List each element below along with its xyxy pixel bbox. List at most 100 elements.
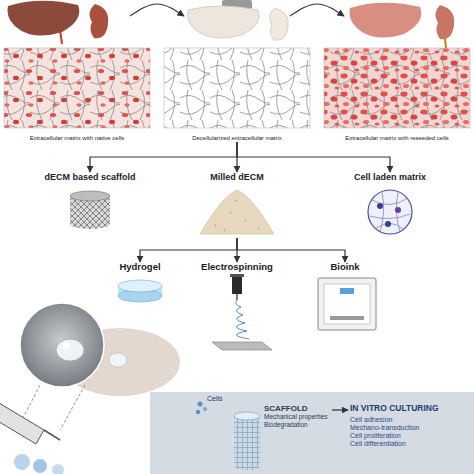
electrospinning-icon <box>212 274 272 350</box>
panel-bg <box>324 48 470 128</box>
kidney <box>270 8 289 40</box>
recellularized-organs <box>350 3 455 48</box>
syringe-needle <box>44 430 60 440</box>
ecm-panel: Extracellular matrix with native cells <box>4 0 150 142</box>
node-item: Cell proliferation <box>350 432 401 440</box>
node-heading: SCAFFOLD <box>264 404 308 413</box>
cell <box>203 407 207 411</box>
ecm-panel: Decellularized extracellular matrix <box>164 0 310 142</box>
node-heading: dECM based scaffold <box>44 172 135 182</box>
kidney <box>435 5 454 39</box>
panel-bg <box>164 48 310 128</box>
droplet <box>109 353 127 367</box>
printer-frame <box>318 278 376 330</box>
node-heading: Bioink <box>330 262 359 273</box>
node-item: Cell adhesion <box>350 416 392 424</box>
flow-arrow <box>237 238 345 262</box>
vessel <box>445 38 446 48</box>
node-item: Mechanical properties <box>264 413 328 420</box>
fiber-jet <box>236 300 249 339</box>
fibers <box>4 48 150 128</box>
panel-bg <box>4 48 150 128</box>
syringe-cap <box>230 274 244 277</box>
method-node: Bioink <box>300 262 390 332</box>
cell-cluster <box>52 464 64 474</box>
culture-panel: IN VITRO CULTURING Cell adhesionMechano-t… <box>348 402 474 472</box>
cell-cluster <box>14 454 30 470</box>
print-head <box>340 288 354 294</box>
ecm-native <box>4 48 150 128</box>
fibers <box>324 48 470 128</box>
photo-inset <box>20 303 104 387</box>
node-heading: Electrospinning <box>201 262 273 273</box>
node-heading: Cell laden matrix <box>354 172 426 182</box>
cylinder-body <box>234 416 260 466</box>
ecm-reseeded <box>324 48 470 128</box>
matrix-circle <box>368 190 412 234</box>
cylinder-top <box>70 191 110 201</box>
node-heading: Milled dECM <box>210 172 264 182</box>
droplet-highlight <box>62 343 70 349</box>
syringe-barrel <box>0 400 44 444</box>
decellularized-organs <box>188 0 289 40</box>
product-node: dECM based scaffold <box>30 172 150 232</box>
flow-arrow <box>236 238 237 262</box>
powder-mound <box>200 190 274 234</box>
flow-arrow <box>90 142 237 172</box>
flow-arrow <box>332 409 348 410</box>
flow-arrow <box>130 4 184 16</box>
cell <box>395 207 401 213</box>
flow-arrow <box>290 4 344 16</box>
method-node: Hydrogel <box>95 262 185 306</box>
kidney <box>90 4 109 38</box>
collector-plate <box>212 342 272 350</box>
ecm-decellularized <box>164 48 310 128</box>
matrix-fibers <box>370 192 410 232</box>
cell <box>198 402 203 407</box>
liver <box>188 6 260 38</box>
cylinder-base <box>234 462 260 470</box>
liver <box>8 1 80 36</box>
flow-arrow <box>236 142 237 172</box>
printer-window <box>324 284 370 324</box>
powder-icon <box>200 190 274 234</box>
cell-laden-icon <box>368 190 412 234</box>
fibers <box>164 48 310 128</box>
node-heading: IN VITRO CULTURING <box>350 404 439 414</box>
band <box>150 392 474 474</box>
cells-icon <box>196 402 207 415</box>
printer-icon <box>318 278 376 330</box>
node-heading: Extracellular matrix with native cells <box>30 135 125 142</box>
node-item: Mechano-transduction <box>350 424 419 432</box>
scaffold-node: SCAFFOLDMechanical propertiesBiodegradat… <box>228 402 332 470</box>
method-node: Electrospinning <box>187 262 287 352</box>
flow-arrow <box>140 238 237 262</box>
cells <box>4 48 150 128</box>
ecm-panel: Extracellular matrix with reseeded cells <box>324 0 470 142</box>
node-heading: Hydrogel <box>119 262 160 273</box>
vessel <box>60 30 62 44</box>
product-node: Milled dECM <box>177 172 297 238</box>
syringe <box>232 276 242 294</box>
hydrogel-icon <box>118 280 162 302</box>
droplet <box>56 339 84 361</box>
node-heading: Decellularized extracellular matrix <box>192 135 282 142</box>
cylinder-base <box>70 219 110 229</box>
cell <box>196 410 200 414</box>
flow-arrow <box>237 142 390 172</box>
cells <box>324 48 470 128</box>
print-bed <box>330 316 364 320</box>
cell-cluster <box>33 459 47 473</box>
node-heading: Extracellular matrix with reseeded cells <box>345 135 449 142</box>
liver <box>350 3 422 38</box>
native-organs <box>8 1 109 44</box>
scaffold-icon <box>70 191 110 229</box>
node-item: Cell differentiation <box>350 440 406 448</box>
cell-label: Cells <box>207 395 223 402</box>
powder-grains <box>215 200 259 231</box>
node-item: Biodegradation <box>264 421 308 428</box>
needle <box>236 294 237 300</box>
disc-top <box>118 280 162 292</box>
